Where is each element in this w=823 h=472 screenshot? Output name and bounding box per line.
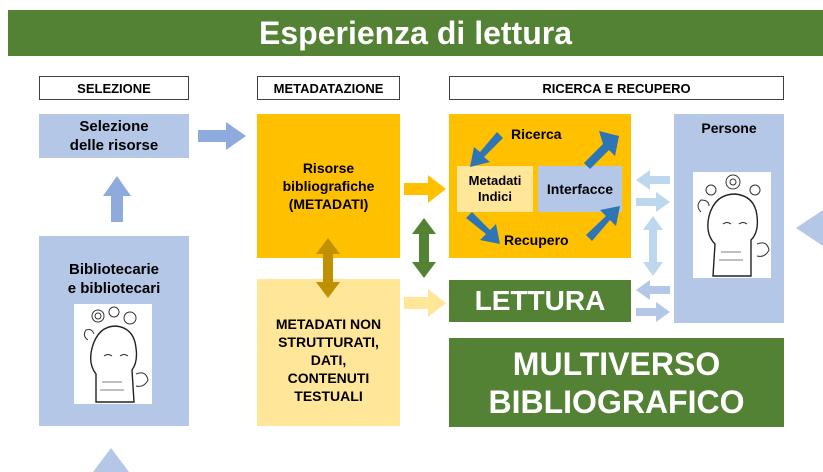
mns-line-1: METADATI NON — [275, 315, 382, 332]
box-metadati-non-strutturati: METADATI NON STRUTTURATI, DATI, CONTENUT… — [257, 279, 400, 426]
header-ricerca-recupero: RICERCA E RECUPERO — [449, 76, 784, 100]
box-lettura: LETTURA — [449, 280, 631, 322]
multiverso-line-2: BIBLIOGRAFICO — [488, 383, 745, 420]
bibliotecari-line-1: Bibliotecarie — [68, 261, 160, 278]
mns-line-5: TESTUALI — [294, 387, 363, 404]
label-persone: Persone — [701, 120, 757, 136]
page-title: Esperienza di lettura — [8, 10, 823, 56]
arrow-mns-to-lettura — [404, 289, 446, 317]
mns-line-2: STRUTTURATI, — [278, 333, 379, 350]
box-selezione-risorse: Selezione delle risorse — [39, 114, 189, 158]
arrow-ricerca-bottom-right — [586, 206, 620, 241]
label-ricerca: Ricerca — [511, 126, 562, 142]
header-metadatazione: METADATAZIONE — [257, 76, 400, 100]
risorse-line-2: bibliografiche — [282, 178, 375, 194]
box-risorse-bibliografiche: Risorse bibliografiche (METADATI) — [257, 114, 400, 258]
selezione-line-2: delle risorse — [69, 137, 159, 154]
box-metadati-indici: Metadati Indici — [457, 166, 533, 212]
arrow-persone-to-ricerca — [636, 170, 670, 190]
risorse-line-3: (METADATI) — [288, 196, 369, 212]
mns-line-4: CONTENUTI — [287, 369, 370, 386]
header-selezione: SELEZIONE — [39, 76, 189, 100]
arrow-ricerca-top-left — [470, 132, 503, 167]
label-recupero: Recupero — [504, 232, 569, 248]
arrow-risorse-to-ricerca — [404, 175, 446, 203]
metadati-indici-line-1: Metadati — [468, 173, 522, 188]
metadati-indici-line-2: Indici — [478, 189, 512, 204]
head-engraving-illustration-icon — [693, 172, 771, 278]
box-bibliotecari: Bibliotecarie e bibliotecari — [39, 236, 189, 426]
arrow-ricerca-top-right — [584, 131, 619, 169]
mns-line-3: DATI, — [310, 351, 347, 368]
risorse-line-1: Risorse — [302, 160, 355, 176]
arrow-selezione-to-risorse — [198, 122, 246, 150]
box-interfacce: Interfacce — [538, 166, 622, 212]
box-persone: Persone — [674, 114, 784, 323]
head-engraving-illustration-icon — [74, 304, 152, 404]
arrow-persone-to-lettura — [636, 280, 670, 300]
arrow-risorse-mns-double — [316, 238, 340, 298]
box-ricerca-recupero: Ricerca Metadati Indici Interfacce Recup… — [449, 114, 631, 258]
arrow-lettura-to-persone — [636, 302, 670, 322]
arrow-green-vertical-double — [412, 218, 436, 278]
arrow-bibliotecari-to-selezione — [103, 176, 131, 222]
selezione-line-1: Selezione — [79, 118, 149, 135]
arrow-right-edge-triangle — [796, 210, 823, 246]
multiverso-line-1: MULTIVERSO — [512, 345, 721, 382]
box-multiverso-bibliografico: MULTIVERSO BIBLIOGRAFICO — [449, 338, 784, 427]
bibliotecari-line-2: e bibliotecari — [67, 280, 161, 297]
arrow-bottom-triangle — [93, 448, 129, 472]
arrow-ricerca-to-persone — [636, 192, 670, 212]
arrow-pale-vertical-double — [643, 216, 663, 276]
arrow-ricerca-bottom-left — [466, 212, 500, 244]
